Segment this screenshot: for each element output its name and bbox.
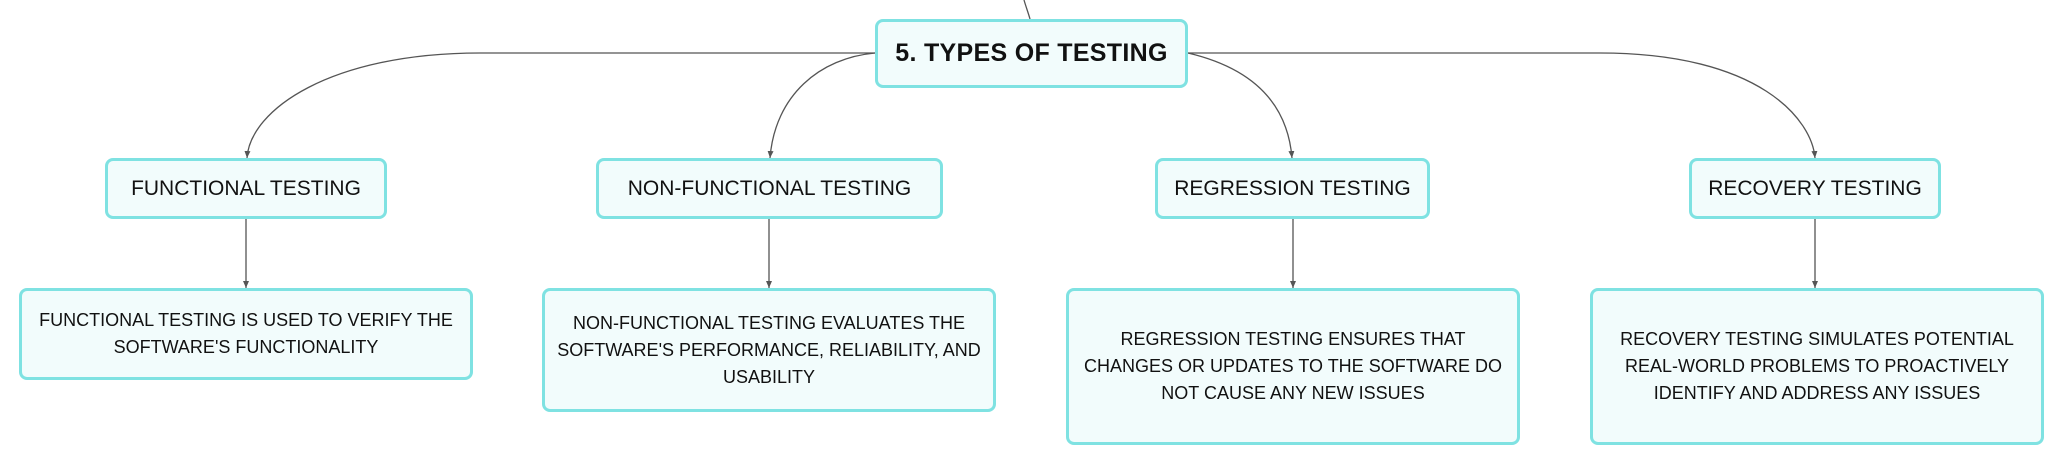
branch-label: REGRESSION TESTING: [1174, 176, 1411, 200]
description-node-recovery-testing[interactable]: RECOVERY TESTING SIMULATES POTENTIAL REA…: [1590, 288, 2044, 445]
parent-connector: [1023, 0, 1031, 20]
connector-root-to-regression: [1187, 52, 1295, 159]
description-text: REGRESSION TESTING ENSURES THAT CHANGES …: [1083, 329, 1503, 403]
connector-root-to-recovery: [1188, 52, 1818, 159]
connector-root-to-nonfunctional: [767, 52, 876, 159]
branch-label: RECOVERY TESTING: [1708, 176, 1922, 200]
description-node-non-functional-testing[interactable]: NON-FUNCTIONAL TESTING EVALUATES THE SOF…: [542, 288, 996, 412]
description-text: FUNCTIONAL TESTING IS USED TO VERIFY THE…: [39, 310, 453, 357]
connector-root-to-functional: [244, 52, 875, 159]
root-topic-node[interactable]: 5. TYPES OF TESTING: [875, 19, 1188, 88]
branch-label: NON-FUNCTIONAL TESTING: [627, 176, 912, 200]
description-node-functional-testing[interactable]: FUNCTIONAL TESTING IS USED TO VERIFY THE…: [19, 288, 473, 380]
branch-node-recovery-testing[interactable]: RECOVERY TESTING: [1689, 158, 1941, 219]
branch-node-functional-testing[interactable]: FUNCTIONAL TESTING: [105, 158, 387, 219]
description-text: NON-FUNCTIONAL TESTING EVALUATES THE SOF…: [557, 312, 981, 387]
branch-label: FUNCTIONAL TESTING: [131, 176, 361, 200]
branch-node-non-functional-testing[interactable]: NON-FUNCTIONAL TESTING: [596, 158, 943, 219]
root-topic-label: 5. TYPES OF TESTING: [895, 39, 1168, 67]
description-node-regression-testing[interactable]: REGRESSION TESTING ENSURES THAT CHANGES …: [1066, 288, 1520, 445]
description-text: RECOVERY TESTING SIMULATES POTENTIAL REA…: [1620, 329, 2014, 403]
branch-node-regression-testing[interactable]: REGRESSION TESTING: [1155, 158, 1430, 219]
